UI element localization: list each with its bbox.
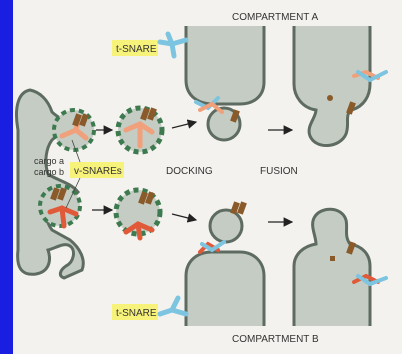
- t-snare-icon: [160, 298, 186, 314]
- docked-vesicle-bottom: [210, 210, 242, 242]
- compartment-a-docking: [186, 26, 264, 104]
- t-snare-label: t-SNARE: [116, 44, 157, 55]
- cargo-a-label: cargo a: [34, 156, 64, 166]
- compartment-b-label: COMPARTMENT B: [232, 334, 319, 345]
- cargo-icon: [230, 201, 247, 214]
- fusion-label: FUSION: [260, 166, 298, 177]
- t-snare-icon: [160, 34, 186, 56]
- arrow: [172, 214, 196, 220]
- v-snares-label: v-SNAREs: [74, 166, 122, 177]
- arrow: [172, 122, 196, 128]
- compartment-b-fused: [294, 209, 370, 326]
- compartment-b-docking: [186, 252, 264, 326]
- docking-label: DOCKING: [166, 166, 213, 177]
- t-snare-label: t-SNARE: [116, 308, 157, 319]
- compartment-a-fused: [294, 26, 370, 146]
- cargo-b-label: cargo b: [34, 167, 64, 177]
- compartment-a-label: COMPARTMENT A: [232, 12, 318, 23]
